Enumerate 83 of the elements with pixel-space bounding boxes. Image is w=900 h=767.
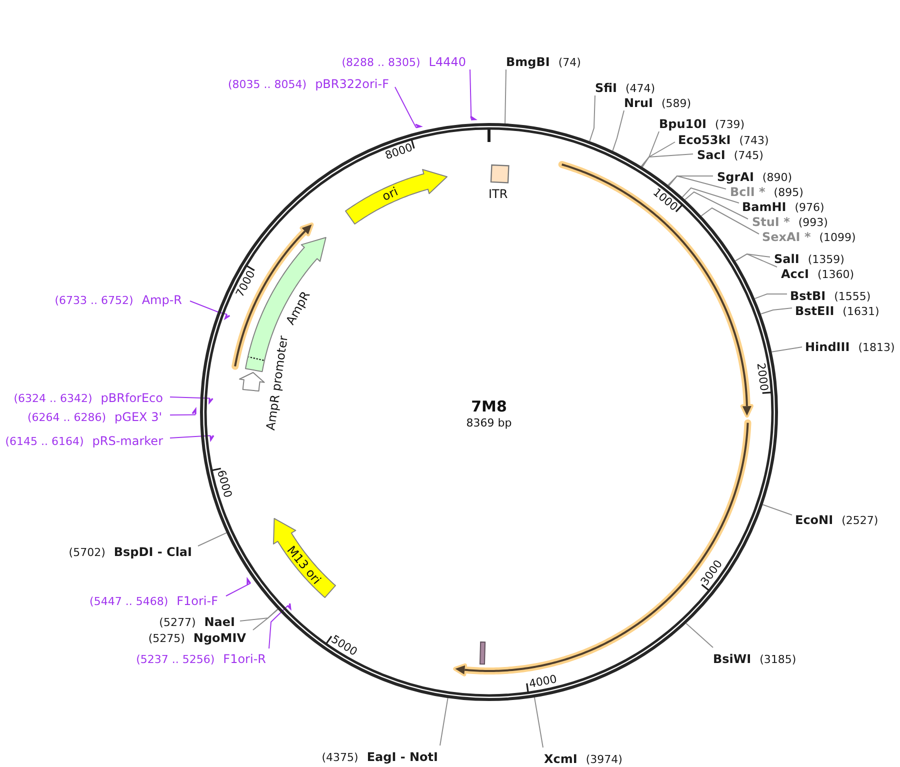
restriction-site-label: BamHI (976) [742,200,824,214]
primer-label: (8288 .. 8305) L4440 [342,54,466,70]
restriction-site-label: (4375) EagI - NotI [322,750,438,764]
primer-label: (6733 .. 6752) Amp-R [54,292,182,308]
leader-line [668,175,726,190]
leader-line [762,504,792,516]
leader-line [682,187,740,204]
restriction-site-label: BmgBI (74) [506,54,581,70]
restriction-site-label: AccI (1360) [781,266,854,282]
leader-line [190,300,228,315]
scale-label: 4000 [528,673,558,690]
restriction-site-label: XcmI (3974) [544,752,622,766]
feature-mark [479,641,486,666]
primer-label: (6324 .. 6342) pBRforEco [14,390,163,406]
feature-arrow [272,517,337,600]
leader-line [589,95,596,142]
primer-label: (6145 .. 6164) pRS-marker [5,434,163,448]
restriction-site-label: SalI (1359) [774,252,844,266]
leader-line [760,308,792,314]
restriction-site-label: (5277) NaeI [159,614,235,630]
primer-mark [208,434,215,442]
restriction-site-label: SfiI (474) [595,80,656,96]
primer-mark [191,408,197,416]
primer-mark [208,396,214,404]
leader-line [226,582,252,596]
restriction-site-label: BstEII (1631) [795,304,880,318]
restriction-site-label: SgrAI (890) [717,170,792,184]
leader-line [170,414,196,416]
restriction-site-label: (5702) BspDI - ClaI [68,544,192,560]
leader-line [170,435,211,438]
restriction-site-label: StuI * (993) [752,214,828,230]
leader-line [612,110,624,152]
primer-label: (5237 .. 5256) F1ori-R [136,652,266,666]
leader-line [252,608,278,630]
restriction-site-label: SacI (745) [697,148,764,162]
restriction-site-label: SexAI * (1099) [762,230,856,244]
leader-line [734,253,770,262]
plasmid-name: 7M8 [471,398,507,416]
leader-line [771,346,802,352]
leader-line [170,396,210,399]
restriction-site-label: Eco53kI (743) [678,132,769,148]
feature-label: ori [380,184,400,204]
leader-line [734,253,778,268]
plasmid-length: 8369 bp [466,416,512,430]
restriction-site-label: Bpu10I (739) [659,116,745,132]
leader-line [641,142,676,168]
restriction-site-label: NruI (589) [624,96,692,110]
primer-mark [414,123,422,130]
leader-line [268,605,288,649]
primer-mark [286,602,292,610]
leader-line [440,698,448,746]
primer-label: (6264 .. 6286) pGEX 3' [27,410,162,424]
feature-arrow [344,168,449,226]
scale-label: 7000 [234,268,258,299]
leader-line [640,131,660,167]
restriction-site-label: BsiWI (3185) [713,652,796,666]
leader-line [470,69,472,120]
leader-line [686,622,714,648]
restriction-site-label: EcoNI (2527) [795,512,878,528]
restriction-site-label: BclI * (895) [730,184,804,200]
primer-label: (5447 .. 5468) F1ori-F [90,594,218,608]
feature-label: AmpR promoter [264,334,290,431]
primer-label: (8035 .. 8054) pBR322ori-F [228,76,389,92]
leader-line [700,207,760,234]
feature-label: ITR [488,187,508,202]
scale-label: 6000 [214,469,234,500]
leader-line [504,69,506,124]
leader-line [534,696,544,748]
scale-label: 8000 [384,142,414,162]
restriction-site-label: HindIII (1813) [805,340,895,354]
primer-mark [246,578,252,586]
restriction-site-label: BstBI (1555) [790,288,871,304]
leader-line [198,532,227,546]
restriction-site-label: (5275) NgoMIV [148,630,246,646]
leader-line [754,294,788,300]
leader-line [642,154,694,168]
scale-label: 2000 [754,362,770,392]
primer-mark [469,114,476,121]
leader-line [240,608,278,622]
primer-mark [224,312,232,320]
leader-line [668,176,714,186]
leader-line [684,191,748,220]
leader-line [394,86,417,128]
